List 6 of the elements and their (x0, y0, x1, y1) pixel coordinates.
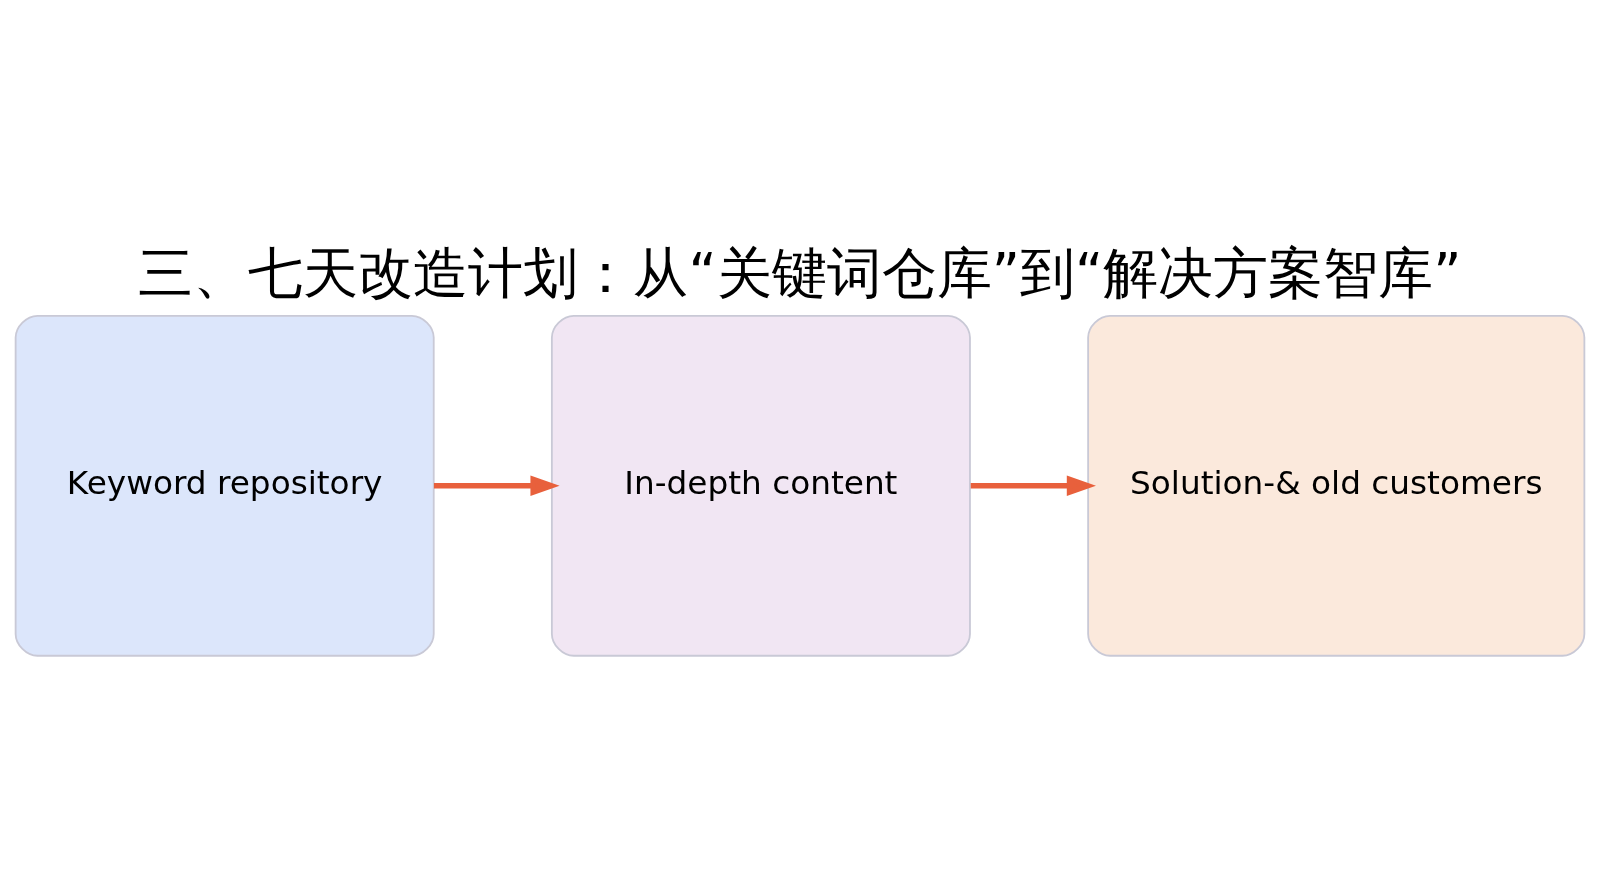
diagram-title: 三、七天改造计划：从“关键词仓库”到“解决方案智库” (138, 240, 1462, 305)
arrow (970, 475, 1096, 496)
node-box: Solution-& old customers (1087, 314, 1586, 657)
node-box: In-depth content (550, 314, 971, 657)
arrow (433, 475, 560, 496)
node-box: Keyword repository (14, 314, 435, 657)
